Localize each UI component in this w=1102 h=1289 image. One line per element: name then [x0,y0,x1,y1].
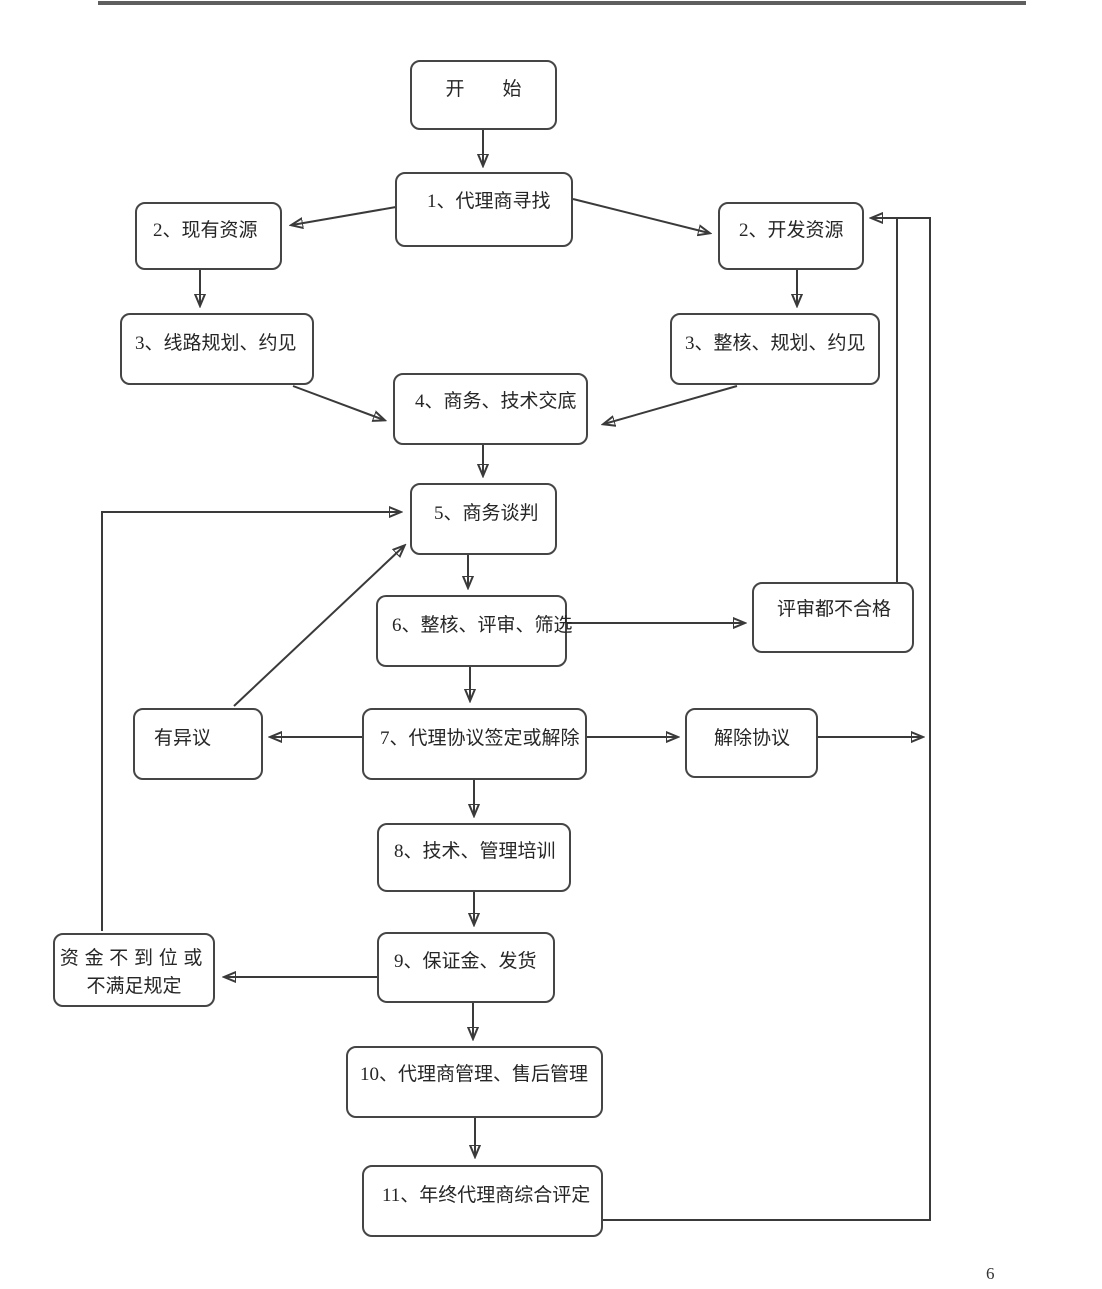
top-rule [98,1,1026,5]
node-6-review-screening: 6、整核、评审、筛选 [376,595,573,667]
edge-fundsfail-n5 [101,512,400,931]
page-number: 6 [986,1264,995,1283]
node-5-label: 5、商务谈判 [434,503,539,524]
node-2-develop-label: 2、开发资源 [739,220,844,241]
node-8-technical-management-training: 8、技术、管理培训 [377,823,571,892]
node-4-label: 4、商务、技术交底 [415,391,577,412]
node-3-route-label: 3、线路规划、约见 [135,333,297,354]
node-4-business-technical-briefing: 4、商务、技术交底 [393,373,588,445]
node-terminate-agreement: 解除协议 [685,708,818,778]
node-9-deposit-shipment: 9、保证金、发货 [377,932,555,1003]
node-review-all-unqualified: 评审都不合格 [752,582,914,653]
node-2-develop-resources: 2、开发资源 [718,202,864,270]
node-10-label: 10、代理商管理、售后管理 [360,1064,589,1085]
edge-objection-n5 [233,546,404,707]
node-objection: 有异议 [133,708,263,780]
node-7-agreement-sign-or-terminate: 7、代理协议签定或解除 [362,708,587,780]
node-start: 开 始 [410,60,557,130]
node-6-label: 6、整核、评审、筛选 [392,615,573,636]
node-10-agent-aftersales-management: 10、代理商管理、售后管理 [346,1046,603,1118]
node-funds-line1: 资金不到位或 [59,948,209,969]
edge-n3verify-n4 [604,385,738,424]
node-funds-not-in-place: 资金不到位或 不满足规定 [53,933,215,1007]
node-5-business-negotiation: 5、商务谈判 [410,483,557,555]
node-7-label: 7、代理协议签定或解除 [380,728,580,749]
node-2-existing-resources: 2、现有资源 [135,202,282,270]
node-3-verify-label: 3、整核、规划、约见 [685,333,866,354]
node-review-fail-label: 评审都不合格 [777,599,892,620]
node-1-agent-search: 1、代理商寻找 [395,172,573,247]
node-11-yearend-comprehensive-evaluation: 11、年终代理商综合评定 [362,1165,603,1237]
node-1-label: 1、代理商寻找 [427,191,551,212]
node-8-label: 8、技术、管理培训 [394,841,556,862]
edge-n1-n2develop [572,198,709,233]
edge-outer-feedback-n2develop [603,218,931,1221]
node-terminate-label: 解除协议 [714,728,791,749]
edge-n3route-n4 [292,385,384,420]
node-3-route-planning: 3、线路规划、约见 [120,313,314,385]
node-9-label: 9、保证金、发货 [394,951,537,972]
node-objection-label: 有异议 [154,728,212,749]
edge-n1-n2existing [292,206,397,225]
node-3-verify-planning: 3、整核、规划、约见 [670,313,880,385]
node-funds-line2: 不满足规定 [86,975,182,997]
node-2-existing-label: 2、现有资源 [153,220,258,241]
node-11-label: 11、年终代理商综合评定 [382,1185,591,1206]
node-start-label: 开 始 [445,79,522,100]
